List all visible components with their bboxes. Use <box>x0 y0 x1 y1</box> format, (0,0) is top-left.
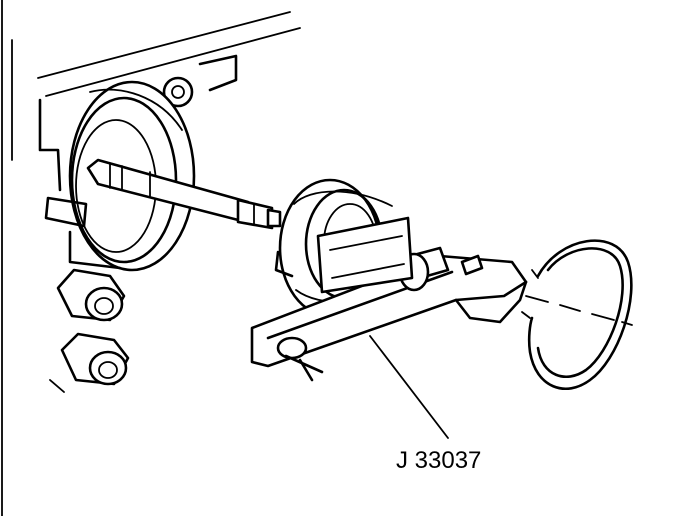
center-line <box>525 295 633 326</box>
callout-leader-line <box>369 335 449 439</box>
installer-tool <box>250 216 528 382</box>
bolt-boss <box>162 76 194 108</box>
fitting-upper <box>56 268 126 322</box>
tool-callout-label: J 33037 <box>396 447 481 474</box>
snap-ring <box>521 239 633 390</box>
housing-case <box>11 11 301 192</box>
fitting-lower <box>49 332 130 393</box>
shaft <box>86 158 282 230</box>
